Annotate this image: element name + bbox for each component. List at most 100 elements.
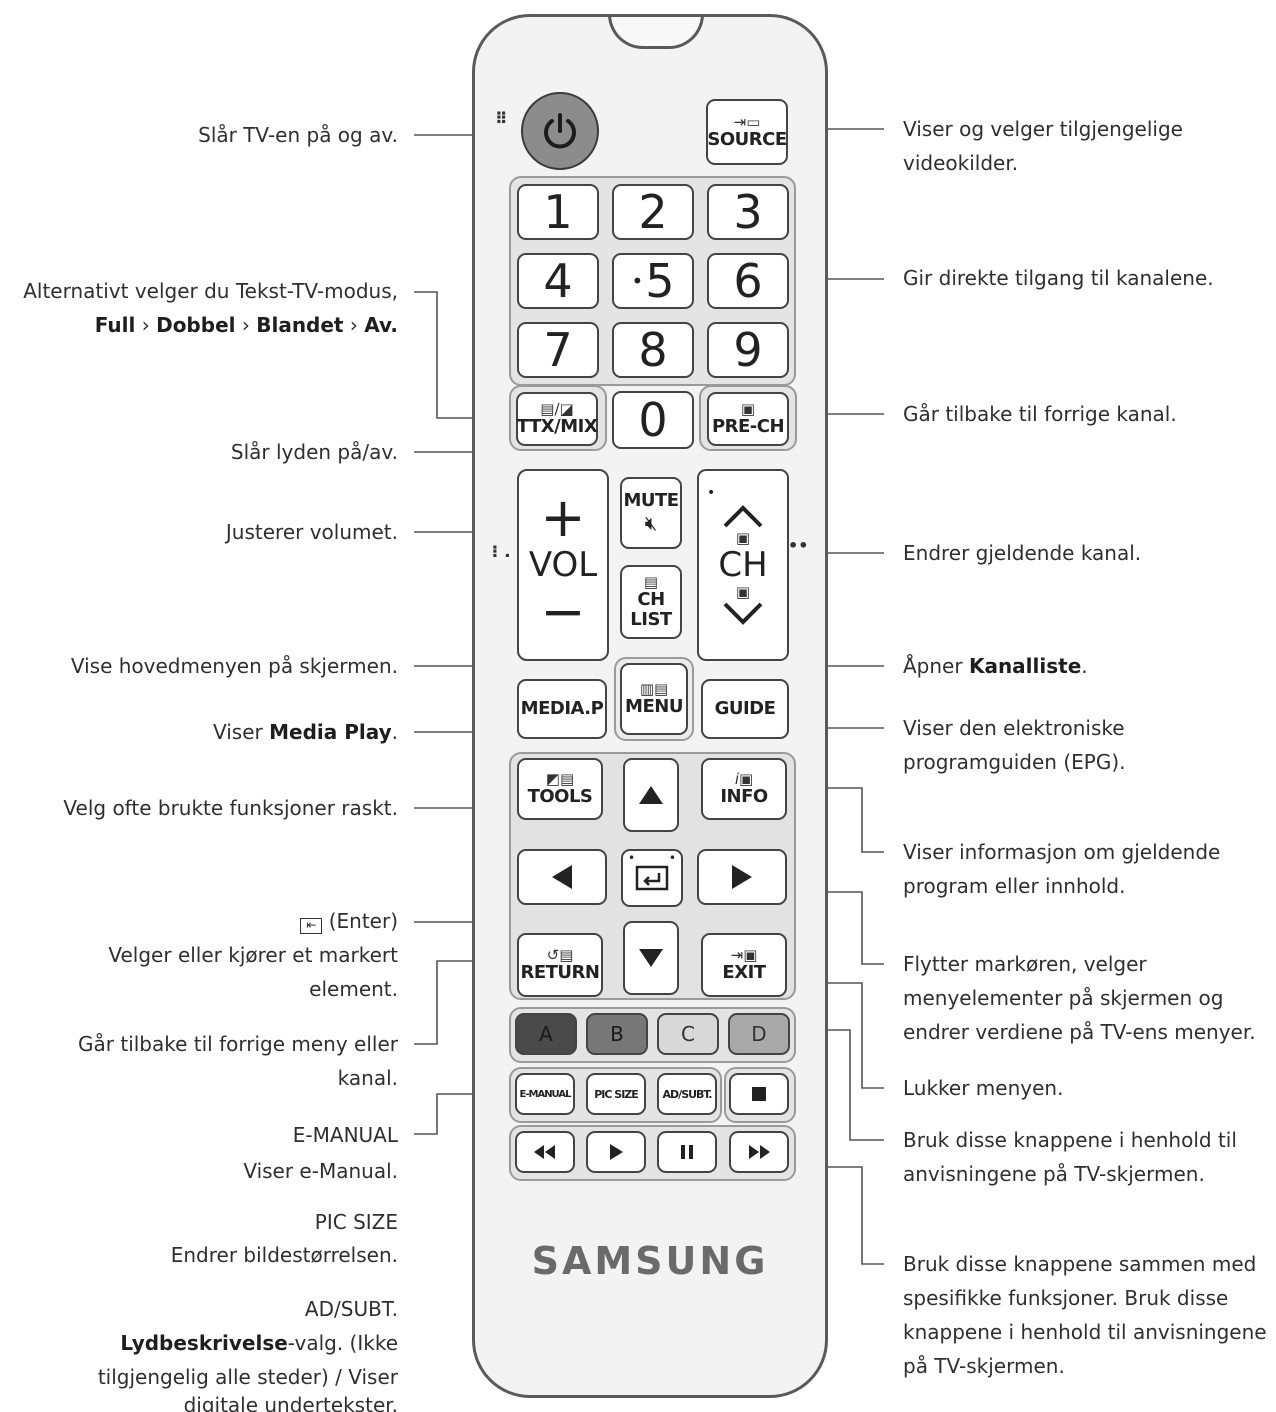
label-nav-line2: menyelementer på skjermen og bbox=[903, 986, 1224, 1010]
digit-1-button[interactable]: 1 bbox=[517, 184, 599, 240]
label-menu: Vise hovedmenyen på skjermen. bbox=[70, 654, 398, 678]
label-media-line2: spesifikke funksjoner. Bruk disse bbox=[903, 1286, 1229, 1310]
exit-icon: ⇥▣ bbox=[730, 946, 758, 964]
digit-4-button[interactable]: 4 bbox=[517, 253, 599, 309]
label-adsubt-line1: Lydbeskrivelse-valg. (Ikke bbox=[120, 1331, 398, 1355]
channel-down-icon[interactable] bbox=[721, 600, 765, 626]
digit-0-button[interactable]: 0 bbox=[612, 391, 694, 449]
label-media-line1: Bruk disse knappene sammen med bbox=[903, 1252, 1257, 1276]
label-nav-line1: Flytter markøren, velger bbox=[903, 952, 1147, 976]
return-button[interactable]: ↺▤ RETURN bbox=[517, 933, 603, 997]
label-adsubt-title: AD/SUBT. bbox=[304, 1297, 398, 1321]
label-source-line1: Viser og velger tilgjengelige bbox=[903, 117, 1183, 141]
label-guide-line1: Viser den elektroniske bbox=[903, 716, 1125, 740]
up-arrow-icon bbox=[639, 786, 663, 804]
label-chlist: Åpner Kanalliste. bbox=[903, 654, 1088, 678]
digit-5-button[interactable]: • 5 bbox=[612, 253, 694, 309]
tools-button[interactable]: ◩▤ TOOLS bbox=[517, 758, 603, 820]
label-media-line3: knappene i henhold til anvisningene bbox=[903, 1320, 1267, 1344]
digit-3-button[interactable]: 3 bbox=[707, 184, 789, 240]
guide-button[interactable]: GUIDE bbox=[701, 679, 789, 739]
label-mute: Slår lyden på/av. bbox=[230, 440, 398, 464]
pre-ch-button[interactable]: ▣ PRE-CH bbox=[707, 392, 789, 446]
menu-button[interactable]: ▥▤ MENU bbox=[620, 663, 688, 735]
enter-icon bbox=[635, 865, 669, 891]
teletext-icon: ▤/◪ bbox=[540, 400, 574, 418]
pause-button[interactable] bbox=[657, 1131, 717, 1173]
color-a-button[interactable]: A bbox=[515, 1013, 577, 1055]
label-enter-title: ⇤ (Enter) bbox=[300, 904, 398, 938]
up-button[interactable] bbox=[623, 758, 679, 832]
power-button[interactable] bbox=[521, 92, 599, 170]
right-arrow-icon bbox=[732, 865, 752, 889]
media-p-button[interactable]: MEDIA.P bbox=[517, 679, 607, 739]
ad-subt-button[interactable]: AD/SUBT. bbox=[657, 1073, 717, 1115]
return-icon: ↺▤ bbox=[546, 946, 574, 964]
label-power: Slår TV-en på og av. bbox=[198, 123, 398, 147]
label-mediap: Viser Media Play. bbox=[213, 720, 398, 744]
label-return-line1: Går tilbake til forrige meny eller bbox=[78, 1032, 398, 1056]
label-source-line2: videokilder. bbox=[903, 151, 1019, 175]
left-button[interactable] bbox=[517, 849, 607, 905]
braille-dot: • bbox=[631, 269, 644, 293]
volume-down-icon[interactable]: − bbox=[540, 580, 586, 643]
digit-9-button[interactable]: 9 bbox=[707, 322, 789, 378]
ttx-mode-blandet: Blandet bbox=[256, 313, 344, 337]
label-vol: Justerer volumet. bbox=[225, 520, 398, 544]
right-button[interactable] bbox=[697, 849, 787, 905]
left-arrow-icon bbox=[552, 865, 572, 889]
mute-icon: 🔇︎ bbox=[644, 511, 658, 535]
fast-forward-icon bbox=[749, 1145, 770, 1159]
play-button[interactable] bbox=[586, 1131, 646, 1173]
label-enter-line1: Velger eller kjører et markert bbox=[108, 943, 398, 967]
label-info-line2: program eller innhold. bbox=[903, 874, 1126, 898]
braille-dot: • bbox=[668, 851, 676, 865]
ttx-mix-button[interactable]: ▤/◪ TTX/MIX bbox=[516, 392, 598, 446]
rewind-button[interactable] bbox=[515, 1131, 575, 1173]
e-manual-button[interactable]: E-MANUAL bbox=[515, 1073, 575, 1115]
ttx-mode-full: Full bbox=[94, 313, 136, 337]
source-button[interactable]: ⇥▭ SOURCE bbox=[706, 99, 788, 165]
braille-dot: • bbox=[628, 851, 636, 865]
exit-button[interactable]: ⇥▣ EXIT bbox=[701, 933, 787, 997]
color-c-button[interactable]: C bbox=[657, 1013, 719, 1055]
label-ttx-modes: Full › Dobbel › Blandet › Av. bbox=[94, 313, 398, 337]
down-button[interactable] bbox=[623, 921, 679, 995]
pause-icon bbox=[681, 1145, 693, 1159]
label-picsize-desc: Endrer bildestørrelsen. bbox=[170, 1243, 398, 1267]
digit-8-button[interactable]: 8 bbox=[612, 322, 694, 378]
label-picsize-title: PIC SIZE bbox=[314, 1210, 398, 1234]
label-ttx-line1: Alternativt velger du Tekst-TV-modus, bbox=[23, 279, 398, 303]
play-icon bbox=[610, 1144, 623, 1160]
color-d-button[interactable]: D bbox=[728, 1013, 790, 1055]
ch-list-button[interactable]: ▤ CH LIST bbox=[620, 565, 682, 639]
ttx-mode-dobbel: Dobbel bbox=[156, 313, 236, 337]
digit-2-button[interactable]: 2 bbox=[612, 184, 694, 240]
channel-up-icon[interactable] bbox=[721, 504, 765, 530]
enter-button[interactable]: • • bbox=[621, 849, 683, 907]
mute-button[interactable]: MUTE 🔇︎ bbox=[620, 477, 682, 549]
color-b-button[interactable]: B bbox=[586, 1013, 648, 1055]
label-numbers: Gir direkte tilgang til kanalene. bbox=[903, 266, 1214, 290]
fast-forward-button[interactable] bbox=[729, 1131, 789, 1173]
chlist-icon: ▤ bbox=[643, 573, 659, 591]
enter-icon: ⇤ bbox=[300, 918, 323, 934]
pic-size-button[interactable]: PIC SIZE bbox=[586, 1073, 646, 1115]
braille-dot: • bbox=[707, 485, 716, 501]
stop-button[interactable] bbox=[729, 1073, 789, 1115]
label-return-line2: kanal. bbox=[337, 1066, 398, 1090]
label-tools: Velg ofte brukte funksjoner raskt. bbox=[63, 796, 398, 820]
label-emanual-desc: Viser e-Manual. bbox=[243, 1159, 398, 1183]
volume-up-icon[interactable]: + bbox=[540, 486, 586, 549]
stop-icon bbox=[752, 1087, 766, 1101]
label-color-line1: Bruk disse knappene i henhold til bbox=[903, 1128, 1237, 1152]
info-button[interactable]: i▣ INFO bbox=[701, 758, 787, 820]
info-icon: i▣ bbox=[734, 770, 754, 788]
channel-rocker[interactable]: • ▣ CH ▣ bbox=[697, 469, 789, 661]
label-info-line1: Viser informasjon om gjeldende bbox=[903, 840, 1221, 864]
digit-6-button[interactable]: 6 bbox=[707, 253, 789, 309]
digit-7-button[interactable]: 7 bbox=[517, 322, 599, 378]
down-arrow-icon bbox=[639, 949, 663, 967]
label-media-line4: på TV-skjermen. bbox=[903, 1354, 1065, 1378]
volume-rocker[interactable]: + VOL − bbox=[517, 469, 609, 661]
